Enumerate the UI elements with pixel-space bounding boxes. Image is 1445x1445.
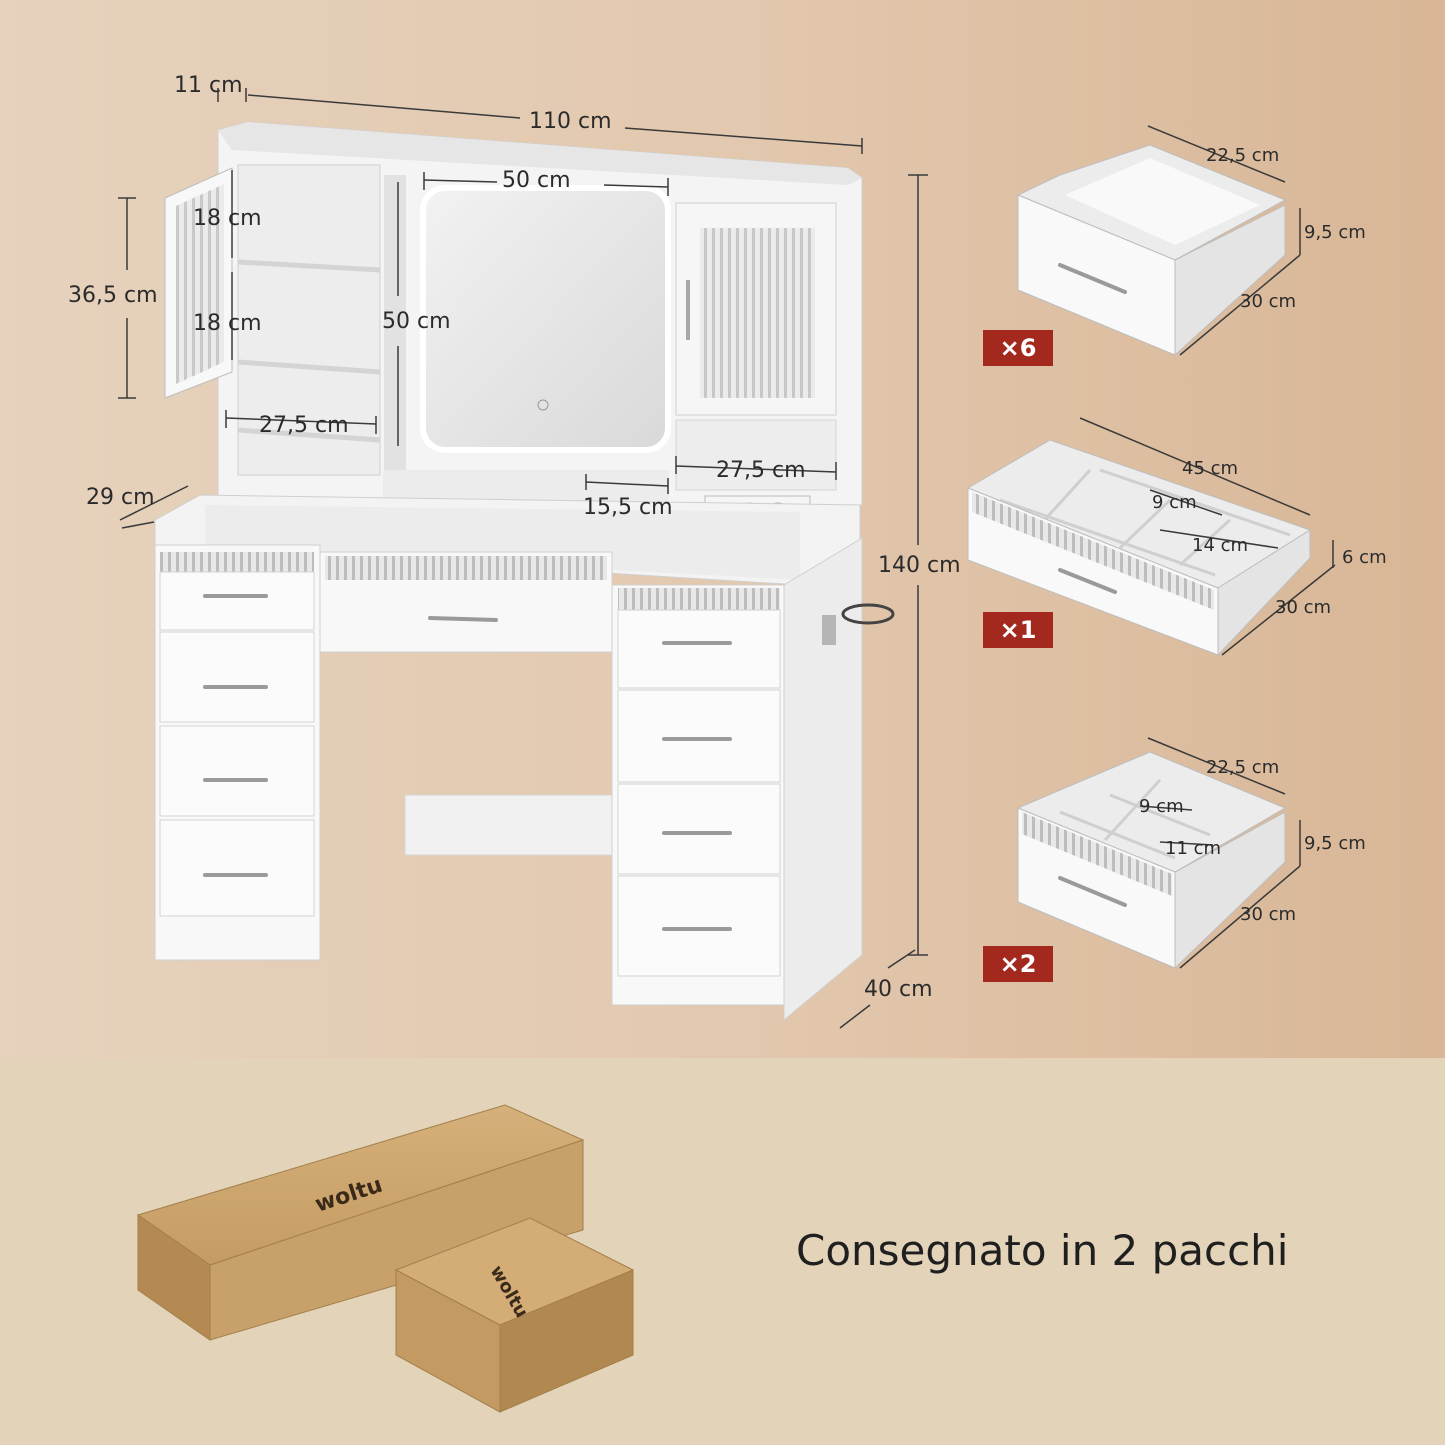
drawer3-height: 9,5 cm: [1304, 833, 1366, 854]
label-shelf-top: 18 cm: [193, 206, 262, 231]
label-total-height: 140 cm: [878, 553, 961, 578]
hair-dryer-holder: [822, 603, 895, 645]
qty-x2: ×2: [1000, 950, 1037, 978]
drawer1-height: 9,5 cm: [1304, 222, 1366, 243]
drawer3-compartment-b: 11 cm: [1165, 838, 1221, 859]
drawer2-compartment-b: 14 cm: [1192, 535, 1248, 556]
drawer2-height: 6 cm: [1342, 547, 1387, 568]
label-depth: 40 cm: [864, 977, 933, 1002]
large-box: woltu: [136, 1104, 585, 1341]
dimension-labels: 11 cm 110 cm 50 cm 18 cm 36,5 cm 50 cm 1…: [68, 73, 961, 1002]
drawer2-compartment-a: 9 cm: [1152, 492, 1197, 513]
drawer1-depth: 30 cm: [1240, 291, 1296, 312]
label-side-width: 11 cm: [174, 73, 243, 98]
drawer3-depth: 30 cm: [1240, 904, 1296, 925]
qty-x1: ×1: [1000, 616, 1037, 644]
drawer3-width: 22,5 cm: [1206, 757, 1279, 778]
label-shelf-bottom: 18 cm: [193, 311, 262, 336]
label-cabinet-height: 36,5 cm: [68, 283, 158, 308]
label-mirror-width: 50 cm: [502, 168, 571, 193]
label-total-width: 110 cm: [529, 109, 612, 134]
drawer2-width: 45 cm: [1182, 458, 1238, 479]
label-shelf-width-left: 27,5 cm: [259, 413, 349, 438]
drawer3-compartment-a: 9 cm: [1139, 796, 1184, 817]
label-niche-width: 15,5 cm: [583, 495, 673, 520]
drawer-wide: [966, 417, 1336, 657]
vanity-illustration: [154, 121, 895, 1022]
label-top-depth: 29 cm: [86, 485, 155, 510]
led-mirror: [420, 185, 671, 453]
badge-x1: [983, 612, 1053, 648]
drawer-divided: [1016, 737, 1301, 970]
label-mirror-height: 50 cm: [382, 309, 451, 334]
quantity-badges: [983, 330, 1053, 982]
drawer2-depth: 30 cm: [1275, 597, 1331, 618]
drawer-labels: 22,5 cm 9,5 cm 30 cm 45 cm 9 cm 14 cm 6 …: [1139, 145, 1387, 925]
drawer1-width: 22,5 cm: [1206, 145, 1279, 166]
badge-x2: [983, 946, 1053, 982]
qty-x6: ×6: [1000, 334, 1037, 362]
badge-labels: ×6 ×1 ×2: [1000, 334, 1037, 978]
label-shelf-width-right: 27,5 cm: [716, 458, 806, 483]
shipping-boxes: woltu woltu: [136, 1104, 635, 1413]
badge-x6: [983, 330, 1053, 366]
drawer-standard: [1016, 125, 1301, 357]
packaging-caption: Consegnato in 2 pacchi: [796, 1226, 1289, 1275]
small-box: woltu: [394, 1217, 635, 1413]
dimension-lines: [118, 88, 928, 1029]
